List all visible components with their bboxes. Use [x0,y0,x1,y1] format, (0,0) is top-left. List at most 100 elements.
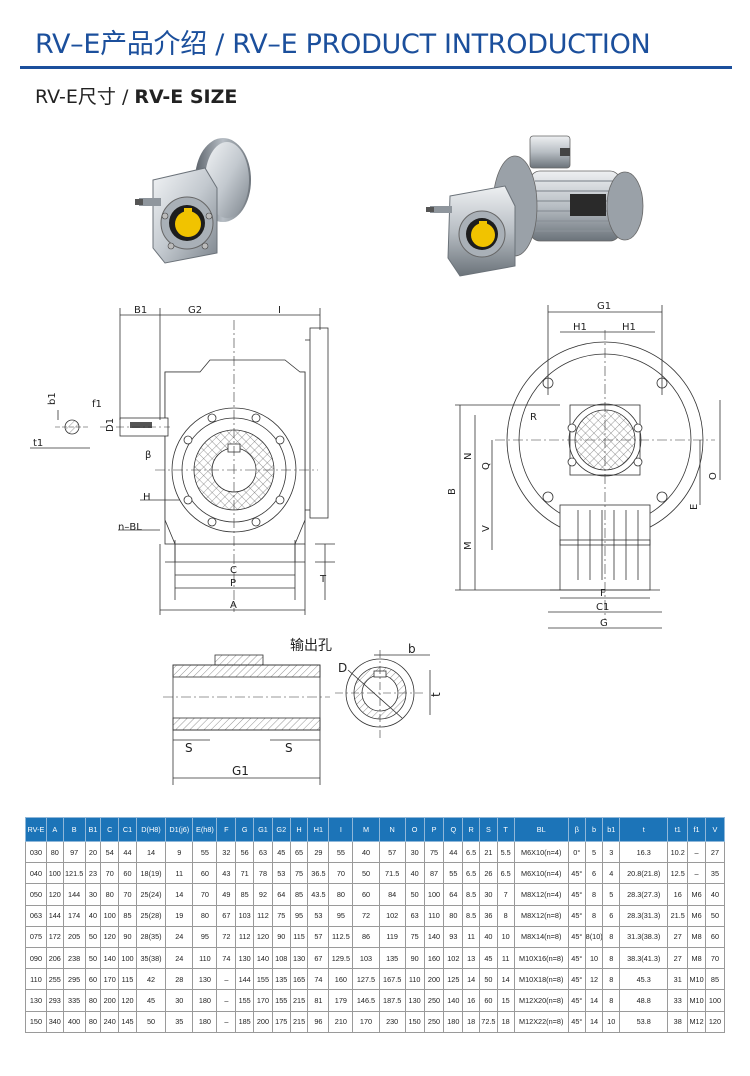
label-F: F [600,588,606,599]
table-cell: 140 [443,989,464,1012]
table-cell: 030 [25,840,47,864]
table-cell: – [216,968,237,991]
column-header: H [289,817,309,842]
table-cell: 45° [567,968,586,991]
table-cell: 45 [271,840,291,864]
table-cell: 78 [253,862,273,885]
table-cell: 295 [62,968,86,991]
table-cell: 119 [378,925,406,948]
table-cell: 70 [192,883,218,906]
table-cell: 42 [135,968,167,991]
table-cell: 200 [423,968,445,991]
column-header: I [328,817,354,842]
table-cell: 120 [45,883,64,906]
table-cell: 121.5 [62,862,86,885]
table-cell: 80 [45,840,64,864]
table-cell: 230 [378,1010,406,1033]
label-I: I [278,305,281,316]
table-cell: 56 [235,840,255,864]
table-cell: 135 [271,968,291,991]
table-cell: 86 [352,925,380,948]
table-cell: 38 [667,1010,689,1033]
column-header: t [619,817,669,842]
table-cell: 120 [100,925,120,948]
table-cell: 75 [289,862,309,885]
table-cell: 075 [25,925,47,948]
table-cell: 170 [100,968,120,991]
table-cell: 80 [328,883,354,906]
label-B: B [447,488,458,495]
table-cell: 84 [378,883,406,906]
table-cell: 102 [443,946,464,970]
table-cell: 130 [25,989,47,1012]
table-cell: 146.5 [352,989,380,1012]
gearbox-motor-photo [426,135,644,277]
table-cell: M6X10(n=4) [513,862,569,885]
table-cell: 85 [289,883,309,906]
table-cell: 60 [84,968,102,991]
column-header: P [423,817,445,842]
table-cell: 112 [235,925,255,948]
table-cell: 18(19) [135,862,167,885]
table-cell: 8 [602,968,621,991]
table-cell: 90 [118,925,137,948]
table-cell: 80 [100,883,120,906]
table-cell: 57 [378,840,406,864]
table-cell: 27 [704,840,726,864]
table-cell: 100 [118,946,137,970]
table-cell: 28 [165,968,194,991]
table-cell: 30 [84,883,102,906]
table-cell: 74 [307,968,330,991]
table-cell: 165 [289,968,309,991]
table-cell: 130 [235,946,255,970]
table-cell: 150 [404,1010,425,1033]
table-cell: 28.3(27.3) [619,883,669,906]
table-cell: 50 [704,904,726,927]
table-cell: 45° [567,1010,586,1033]
table-cell: 40 [404,862,425,885]
table-cell: 206 [45,946,64,970]
table-cell: 95 [289,904,309,927]
table-cell: 60 [352,883,380,906]
column-header: G1 [253,817,273,842]
table-cell: 172 [45,925,64,948]
table-cell: 64 [443,883,464,906]
column-header: BL [513,817,569,842]
table-cell: 200 [253,1010,273,1033]
column-header: RV-E [25,817,47,842]
table-cell: 120 [704,1010,726,1033]
table-cell: 250 [423,989,445,1012]
table-cell: 14 [496,968,515,991]
table-cell: 160 [328,968,354,991]
table-cell: 75 [423,840,445,864]
table-cell: 185 [235,1010,255,1033]
table-cell: 60 [192,862,218,885]
table-cell: 49 [216,883,237,906]
table-cell: 87 [423,862,445,885]
label-E: E [689,504,700,510]
table-cell: 92 [253,883,273,906]
column-header: R [462,817,480,842]
table-cell: 85 [118,904,137,927]
table-cell: M12 [687,1010,706,1033]
column-header: B [62,817,86,842]
label-G1: G1 [597,301,611,312]
table-cell: 110 [423,904,445,927]
table-cell: 110 [192,946,218,970]
table-cell: 50 [135,1010,167,1033]
table-cell: 50 [84,946,102,970]
table-cell: 45.3 [619,968,669,991]
table-cell: 13 [462,946,480,970]
column-header: t1 [667,817,689,842]
table-cell: 160 [423,946,445,970]
column-header: A [45,817,64,842]
table-cell: 35 [704,862,726,885]
column-header: G [235,817,255,842]
table-cell: 90 [404,946,425,970]
label-b: b [408,642,416,656]
table-cell: 8.5 [462,883,480,906]
